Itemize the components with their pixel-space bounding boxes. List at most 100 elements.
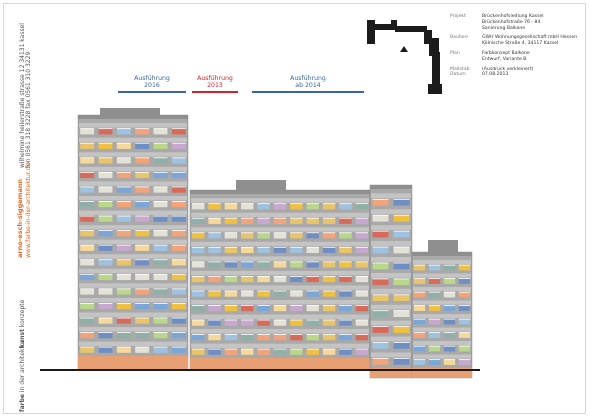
slab-gap-balcony bbox=[372, 358, 389, 365]
slab-middle-balcony bbox=[322, 261, 336, 268]
slab-middle-balcony bbox=[224, 276, 238, 283]
tower-left-balcony-rail bbox=[80, 186, 95, 188]
tower-right-balcony bbox=[443, 345, 456, 352]
datum-label: Datum bbox=[450, 72, 466, 78]
projekt-line: Brückenhofsiedlung Kassel bbox=[482, 14, 544, 19]
tower-right-balcony bbox=[428, 305, 441, 311]
tower-right-balcony bbox=[443, 305, 456, 311]
slab-middle-balcony bbox=[290, 232, 303, 239]
slab-middle-balcony bbox=[306, 290, 319, 297]
slab-middle-balcony bbox=[306, 246, 319, 254]
slab-middle-balcony-rail bbox=[224, 334, 238, 335]
slab-middle-balcony-rail bbox=[339, 319, 352, 321]
slab-middle-balcony bbox=[208, 217, 221, 224]
tower-right-balcony bbox=[413, 359, 426, 365]
slab-middle-balcony bbox=[257, 217, 270, 224]
slab-middle-balcony bbox=[306, 334, 319, 341]
tower-left-balcony-rail bbox=[171, 230, 186, 232]
slab-middle-balcony-rail bbox=[273, 334, 287, 335]
slab-middle-balcony-rail bbox=[355, 217, 369, 219]
tower-right-balcony bbox=[458, 318, 471, 325]
slab-gap-balcony bbox=[372, 310, 389, 317]
tower-right-balcony bbox=[428, 278, 441, 284]
tower-right-balcony-rail bbox=[428, 278, 441, 280]
tower-left-balcony-rail bbox=[98, 186, 113, 188]
tower-left-balcony-rail bbox=[153, 346, 168, 348]
tower-left-balcony bbox=[80, 273, 95, 281]
slab-middle-balcony bbox=[273, 246, 287, 254]
tower-right-balcony bbox=[443, 264, 456, 271]
slab-middle-balcony bbox=[257, 305, 270, 312]
tower-left-balcony bbox=[171, 346, 186, 353]
slab-middle-balcony bbox=[208, 348, 221, 355]
slab-gap-base bbox=[370, 368, 412, 378]
tower-right-balcony-rail bbox=[413, 291, 426, 293]
slab-middle-balcony-rail bbox=[306, 305, 319, 306]
slab-gap-balcony-rail bbox=[393, 198, 410, 200]
tower-left-window-band bbox=[79, 181, 187, 186]
tower-left-window-band bbox=[79, 152, 187, 157]
slab-middle-balcony-rail bbox=[355, 290, 369, 292]
tower-left-balcony-rail bbox=[153, 171, 168, 173]
slab-middle-balcony-rail bbox=[306, 290, 319, 292]
slab-middle-balcony-rail bbox=[355, 319, 369, 321]
slab-gap-window-band bbox=[371, 320, 411, 326]
slab-middle-balcony bbox=[241, 246, 254, 254]
slab-middle-balcony-rail bbox=[273, 290, 287, 292]
tower-left-balcony-rail bbox=[116, 259, 131, 261]
slab-middle-window-band bbox=[191, 227, 369, 232]
plan-value: Farbkonzept Balkone Entwurf, Variante B bbox=[482, 51, 585, 63]
slab-gap-balcony-rail bbox=[393, 246, 410, 248]
slab-middle-balcony bbox=[306, 305, 319, 312]
tower-left-balcony bbox=[80, 230, 95, 237]
tower-left-balcony-rail bbox=[116, 288, 131, 290]
tower-left-balcony-rail bbox=[80, 259, 95, 261]
slab-middle-balcony-rail bbox=[224, 217, 238, 219]
tower-left-balcony bbox=[80, 303, 95, 310]
tower-left-balcony bbox=[135, 273, 150, 281]
slab-middle-window-band bbox=[191, 314, 369, 319]
slab-gap-balcony-rail bbox=[393, 294, 410, 296]
slab-middle-balcony bbox=[208, 290, 221, 297]
slab-middle-balcony bbox=[339, 276, 352, 283]
massstab-label: Maßstab bbox=[450, 66, 470, 72]
slab-middle-balcony-rail bbox=[339, 232, 352, 234]
tower-left-window-band bbox=[79, 297, 187, 303]
tower-right-window-band bbox=[413, 287, 471, 292]
tower-left-balcony-rail bbox=[153, 303, 168, 304]
slab-gap-balcony bbox=[372, 342, 389, 349]
slab-middle-rooftop bbox=[236, 180, 286, 190]
slab-middle-balcony-rail bbox=[241, 261, 254, 263]
tower-left-balcony bbox=[171, 244, 186, 251]
slab-middle-balcony-rail bbox=[355, 276, 369, 277]
slab-middle-balcony bbox=[339, 290, 352, 297]
phase-line1: Ausführung bbox=[290, 75, 326, 82]
phase-label-2016: Ausführung 2016 bbox=[118, 75, 186, 93]
slab-middle-balcony bbox=[290, 334, 303, 341]
slab-middle-base bbox=[190, 358, 370, 370]
slab-middle-balcony-rail bbox=[241, 348, 254, 350]
tower-left-balcony-rail bbox=[171, 303, 186, 304]
slab-middle-balcony bbox=[224, 290, 238, 297]
tower-left-balcony bbox=[98, 171, 113, 179]
slab-middle-balcony-rail bbox=[290, 261, 303, 263]
slab-middle-balcony-rail bbox=[322, 232, 336, 234]
slab-middle-balcony-rail bbox=[208, 348, 221, 350]
tower-left-balcony-rail bbox=[171, 288, 186, 290]
tower-left-balcony bbox=[171, 201, 186, 208]
tower-left-balcony bbox=[135, 186, 150, 193]
tower-left-balcony-rail bbox=[80, 171, 95, 173]
tower-left-balcony bbox=[116, 230, 131, 237]
tower-left-balcony bbox=[135, 215, 150, 222]
slab-gap-balcony-rail bbox=[372, 278, 389, 280]
slab-middle-balcony bbox=[306, 261, 319, 268]
tower-left-balcony bbox=[171, 303, 186, 310]
slab-middle-balcony bbox=[273, 203, 287, 210]
tower-right-balcony-rail bbox=[428, 332, 441, 334]
tower-left-balcony bbox=[153, 346, 168, 353]
slab-middle-balcony bbox=[273, 261, 287, 268]
tower-left-balcony-rail bbox=[153, 230, 168, 232]
slab-gap-balcony-rail bbox=[393, 230, 410, 232]
slab-middle-balcony bbox=[191, 276, 205, 283]
